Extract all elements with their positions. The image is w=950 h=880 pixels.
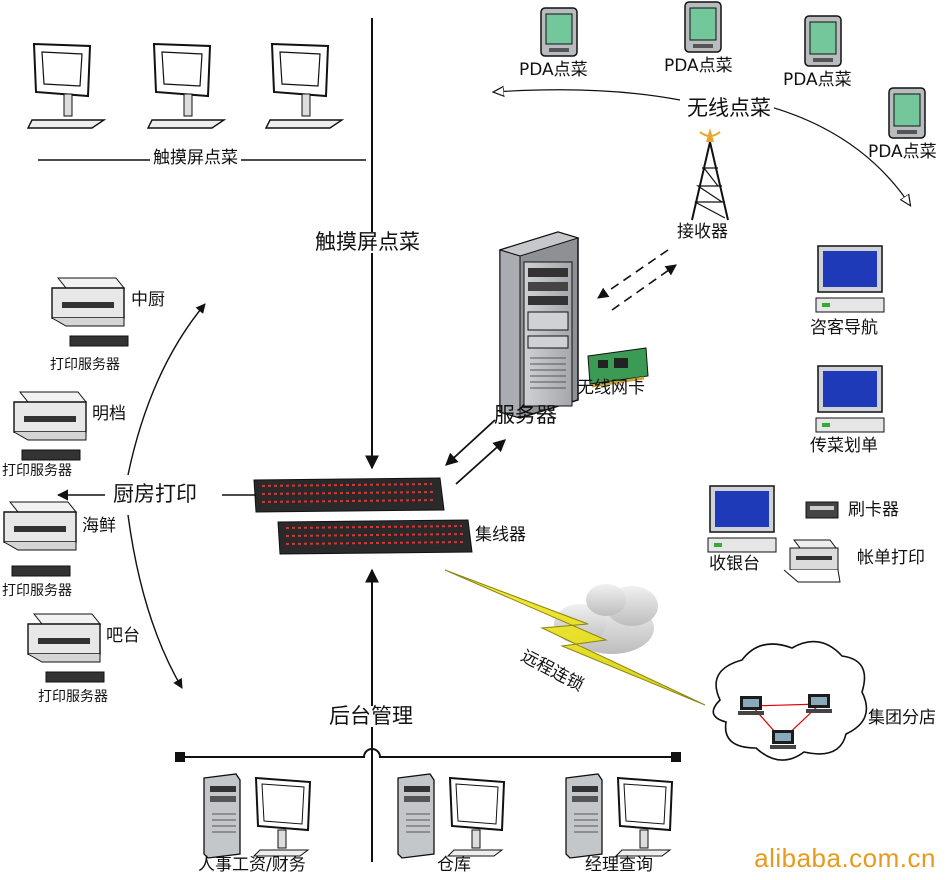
hub-to-server-arrow: [445, 419, 496, 466]
kitchen-title: 厨房打印: [110, 484, 200, 505]
card-reader-label: 刷卡器: [848, 500, 899, 520]
pda-label: PDA点菜: [783, 70, 852, 90]
hub-label: 集线器: [475, 525, 526, 545]
guide-terminal-icon: [815, 245, 885, 313]
touch-terminal-icon: [26, 42, 107, 129]
branch-network-icon: [712, 640, 868, 761]
backoffice-terminal-label: 人事工资/财务: [198, 855, 306, 875]
pda-label: PDA点菜: [519, 60, 588, 80]
kitchen-printer-icon: [3, 501, 78, 577]
backoffice-workstation-icon: [565, 773, 674, 859]
touch-screen-terminals: [26, 42, 366, 161]
wireless-card-icon: [587, 347, 649, 388]
server-label: 服务器: [494, 403, 557, 427]
cashier-terminal-icon: [707, 485, 777, 553]
wireless-arc-left: [494, 90, 681, 101]
pda-icon: [540, 7, 578, 57]
kitchen-arc-up: [127, 303, 206, 476]
backoffice-workstation-icon: [203, 773, 312, 859]
print-server-label: 打印服务器: [50, 357, 120, 373]
watermark: alibaba.com.cn: [754, 843, 936, 873]
dish-pass-label: 传菜划单: [810, 436, 878, 456]
wireless-title: 无线点菜: [684, 98, 774, 119]
server-to-hub-arrow: [455, 439, 506, 485]
lightning-bolt-icon: [444, 569, 706, 706]
dish-pass-terminal-icon: [815, 365, 885, 433]
bill-printer-icon: [783, 539, 841, 583]
receiver-tower-icon: [691, 128, 729, 221]
kitchen-printer-icon: [51, 277, 129, 347]
server-tower-icon: [498, 231, 580, 419]
backoffice-terminal-label: 仓库: [437, 855, 471, 875]
kitchen-printer-icon: [27, 613, 105, 683]
backoffice-bus-line: [180, 748, 675, 758]
kitchen-station-name: 海鲜: [82, 516, 116, 536]
pda-devices: [540, 1, 926, 139]
branch-label: 集团分店: [868, 708, 936, 728]
kitchen-station-name: 吧台: [106, 626, 140, 646]
hub-icon: [253, 477, 473, 555]
bill-printer-label: 帐单打印: [857, 548, 925, 568]
card-reader-icon: [805, 501, 839, 519]
bus-end-left: [175, 752, 185, 762]
touch-trunk-label: 触摸屏点菜: [312, 232, 423, 253]
dashed-link-to-receiver: [611, 264, 677, 311]
touch-terminal-icon: [146, 42, 227, 129]
pda-label: PDA点菜: [868, 142, 937, 162]
kitchen-printer-icon: [13, 391, 88, 461]
bus-end-right: [671, 752, 681, 762]
print-server-label: 打印服务器: [2, 583, 72, 599]
print-server-label: 打印服务器: [38, 689, 108, 705]
pda-icon: [804, 15, 842, 67]
dashed-link-to-server: [597, 249, 669, 299]
backoffice-workstation-icon: [397, 773, 506, 859]
receiver-label: 接收器: [677, 222, 728, 242]
backoffice-title: 后台管理: [326, 706, 416, 727]
pda-icon: [684, 1, 722, 53]
pda-icon: [888, 87, 926, 139]
kitchen-arc-down: [127, 514, 183, 689]
kitchen-station-name: 中厨: [131, 290, 165, 310]
wireless-arc-right: [759, 103, 910, 205]
pda-label: PDA点菜: [664, 56, 733, 76]
touch-terminal-icon: [264, 42, 345, 129]
backoffice-terminal-label: 经理查询: [585, 855, 653, 875]
wireless-card-label: 无线网卡: [577, 378, 645, 398]
kitchen-station-name: 明档: [92, 404, 126, 424]
cashier-label: 收银台: [709, 554, 760, 574]
kitchen-printers: [3, 277, 129, 683]
guide-label: 咨客导航: [810, 318, 878, 338]
touch-row-label: 触摸屏点菜: [150, 150, 241, 167]
print-server-label: 打印服务器: [2, 463, 72, 479]
